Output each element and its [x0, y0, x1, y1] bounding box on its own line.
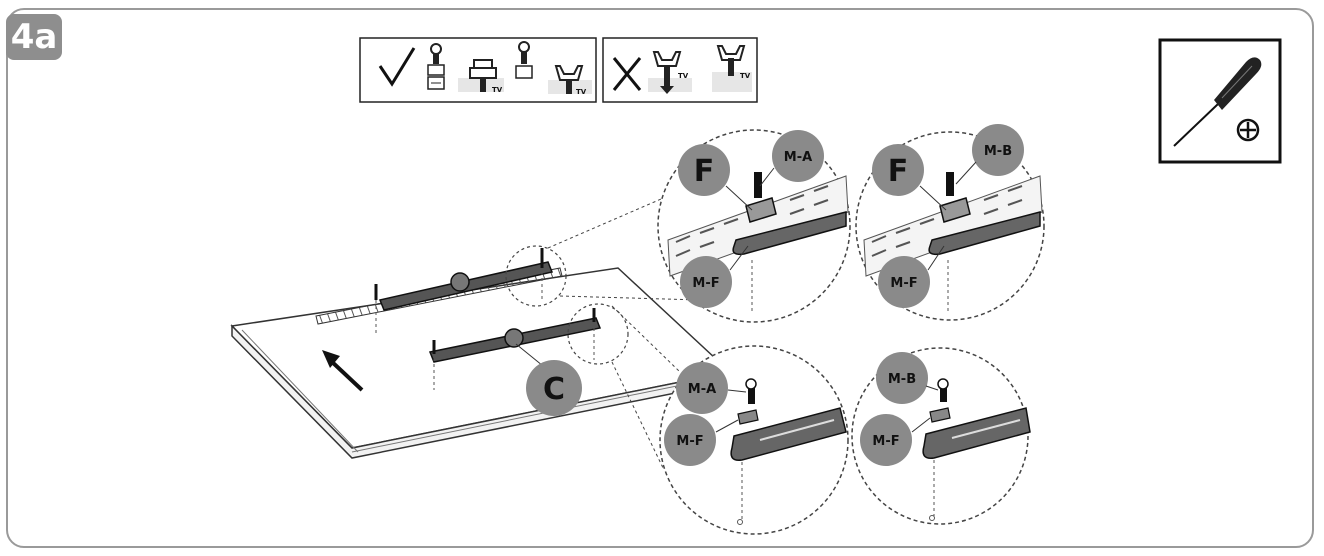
- screw-with-spacer-icon: [427, 43, 445, 90]
- part-f-label: F: [888, 154, 909, 189]
- part-mb-label: M-B: [888, 372, 916, 387]
- part-f-label: F: [694, 154, 715, 189]
- tv-label: TV: [492, 86, 503, 94]
- detail-view-lower-right: M-B M-F: [851, 347, 1031, 525]
- cross-mark-icon: [612, 57, 642, 91]
- screw-in-tv-correct-icon: TV: [458, 59, 504, 94]
- tv-label: TV: [740, 72, 751, 80]
- part-ma-callout: [676, 362, 728, 414]
- part-f-callout: [678, 144, 730, 196]
- part-mf-callout: [664, 414, 716, 466]
- part-mb-label: M-B: [984, 144, 1012, 159]
- part-mf-label: M-F: [890, 276, 917, 291]
- part-mb-callout: [876, 352, 928, 404]
- step-badge: 4a: [6, 14, 62, 60]
- part-ma-label: M-A: [688, 382, 716, 397]
- zoom-leader-lines: [547, 195, 701, 471]
- part-ma-label: M-A: [784, 150, 812, 165]
- part-mf-callout: [680, 256, 732, 308]
- part-mf-label: M-F: [692, 276, 719, 291]
- zoom-marker-lower: [567, 303, 629, 365]
- bracket-on-tv-incorrect-icon-2: TV: [712, 45, 752, 92]
- bracket-on-tv-incorrect-icon-1: TV: [648, 51, 692, 94]
- detail-view-upper-left: F M-A M-F: [657, 129, 851, 323]
- check-mark-icon: [378, 47, 416, 87]
- diagram-frame: [6, 8, 1314, 548]
- part-mb-callout: [972, 124, 1024, 176]
- direction-arrow-icon: [322, 350, 364, 392]
- part-f-callout: [872, 144, 924, 196]
- bracket-on-tv-correct-icon: TV: [548, 65, 592, 96]
- part-mf-label: M-F: [872, 434, 899, 449]
- screw-with-washer-icon: [515, 41, 533, 79]
- tv-panel: [230, 267, 732, 459]
- part-mf-callout: [878, 256, 930, 308]
- tv-label: TV: [678, 72, 689, 80]
- part-mf-label: M-F: [676, 434, 703, 449]
- part-c-label: C: [543, 372, 565, 407]
- lower-mounting-arm: [428, 308, 602, 390]
- screw-usage-legend: TV TV TV TV: [359, 37, 758, 103]
- part-ma-callout: [772, 130, 824, 182]
- phillips-screwdriver-icon: [1173, 57, 1262, 147]
- zoom-marker-upper: [505, 245, 567, 307]
- detail-view-upper-right: F M-B M-F: [855, 124, 1045, 321]
- part-c-callout: C: [515, 343, 582, 416]
- part-mf-callout: [860, 414, 912, 466]
- tv-label: TV: [576, 88, 587, 96]
- detail-view-lower-left: M-A M-F: [659, 345, 849, 535]
- phillips-head-symbol-icon: [1236, 118, 1260, 142]
- upper-mounting-arm: [315, 248, 563, 336]
- tool-indicator: [1158, 38, 1282, 164]
